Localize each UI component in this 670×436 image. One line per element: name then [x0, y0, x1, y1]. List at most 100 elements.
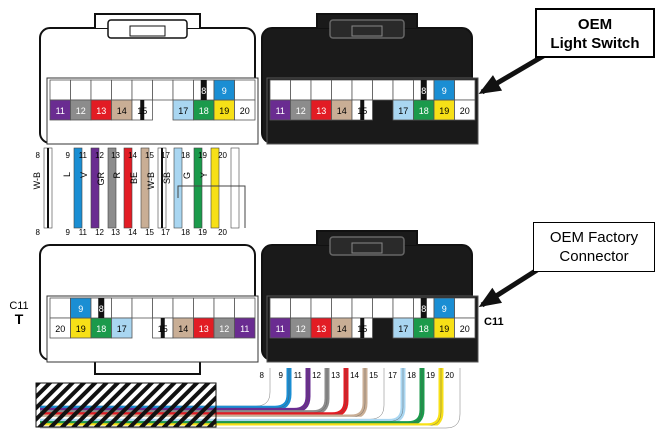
wire-pin-bottom: 17 [161, 228, 170, 237]
callout-line-1: OEM Factory [549, 229, 639, 246]
latch-slot [329, 19, 405, 39]
pin-cell-empty [351, 297, 373, 319]
pin-label: 8 [99, 304, 104, 314]
arrow-to-light-switch [478, 52, 547, 95]
pin-cell-empty [351, 79, 373, 101]
wire-code: Y [199, 172, 209, 178]
pin-cell-empty [152, 79, 174, 101]
pin-label: 9 [78, 304, 83, 314]
wire-stripe [47, 148, 49, 228]
pin-cell-empty [310, 79, 332, 101]
pin-label: 18 [419, 106, 429, 116]
wire-pin-top: 20 [218, 151, 227, 160]
connector-latch [94, 360, 201, 375]
callout-line-2: Light Switch [550, 35, 640, 52]
wire-pin-bottom: 18 [181, 228, 190, 237]
latch-tab [351, 242, 383, 254]
pin-stripe [360, 318, 365, 338]
pin-label: 19 [76, 324, 86, 334]
c11-text: C11 [9, 300, 29, 312]
pin-stripe [360, 100, 365, 120]
pin-label: 17 [398, 324, 408, 334]
pin-20 [454, 317, 476, 339]
pin-17 [111, 317, 133, 339]
wire-body [140, 147, 150, 229]
pin-label: 17 [117, 324, 127, 334]
wire-pin-bottom: 8 [36, 228, 41, 237]
pin-label: 19 [439, 106, 449, 116]
pin-cell-empty [269, 297, 291, 319]
pin-20 [454, 99, 476, 121]
latch-tab [129, 25, 166, 37]
pin-label: 8 [421, 86, 426, 96]
pin-label: 19 [219, 106, 229, 116]
pin-stripe [98, 298, 105, 318]
latch-tab [351, 25, 383, 37]
pin-cell-empty [131, 297, 153, 319]
harness-bracket [177, 185, 246, 228]
pin-9 [433, 297, 455, 319]
pin-label: 20 [55, 324, 65, 334]
pin-label: 9 [442, 86, 447, 96]
latch-slot [107, 19, 188, 39]
pin-cell-empty [90, 79, 112, 101]
pin-cell-empty [331, 79, 353, 101]
wire-pin-bottom: 13 [111, 228, 120, 237]
pin-label: 11 [276, 106, 285, 116]
t-text: T [14, 311, 24, 327]
pin-label: 12 [296, 106, 306, 116]
callout-line-1: OEM [577, 16, 613, 33]
pin-cell-empty [392, 79, 414, 101]
pin-11 [234, 317, 256, 339]
pin-label: 18 [199, 106, 209, 116]
pin-label: 13 [316, 324, 326, 334]
pin-label: 11 [56, 106, 65, 116]
pin-label: 15 [357, 106, 367, 116]
wire-code: GR [96, 171, 106, 185]
pin-label: 11 [276, 324, 285, 334]
wire-pin-top: 18 [181, 151, 190, 160]
pin-label: 18 [419, 324, 429, 334]
pin-cell-empty [172, 297, 194, 319]
callout-line-2: Connector [559, 248, 629, 265]
harness-wire-9: 99L [62, 147, 83, 237]
wire-code: L [62, 172, 72, 177]
pin-cell-empty [70, 79, 92, 101]
wire-pin-top: 15 [145, 151, 154, 160]
wire-body [193, 147, 203, 229]
pin-cell-empty [454, 79, 476, 101]
tail-wire-pin: 14 [350, 371, 359, 380]
pin-label: 15 [357, 324, 367, 334]
wire-pin-top: 12 [95, 151, 104, 160]
arrow-head [478, 75, 503, 95]
pin-label: 8 [201, 86, 206, 96]
tail-wire-pin: 13 [331, 371, 340, 380]
pin-label: 20 [460, 106, 470, 116]
pin-label: 9 [222, 86, 227, 96]
pin-cell-empty [234, 297, 256, 319]
wire-bundle-sleeve [35, 382, 217, 428]
wire-body [230, 147, 240, 229]
wire-body [123, 147, 133, 229]
pin-label: 9 [442, 304, 447, 314]
pin-stripe [420, 298, 427, 318]
pin-cell-empty [49, 79, 71, 101]
pin-cell-empty [152, 297, 174, 319]
oem-light-switch-callout: OEM Light Switch [535, 8, 655, 58]
wire-code: BE [129, 172, 139, 184]
wire-code: V [79, 172, 89, 178]
pin-cell-empty [372, 79, 394, 101]
wire-pin-top: 9 [66, 151, 71, 160]
wire-pin-bottom: 15 [145, 228, 154, 237]
c11-label: C11 [484, 316, 504, 328]
harness-wire-8: 88W-B [32, 147, 53, 237]
wire-pin-top: 13 [111, 151, 120, 160]
